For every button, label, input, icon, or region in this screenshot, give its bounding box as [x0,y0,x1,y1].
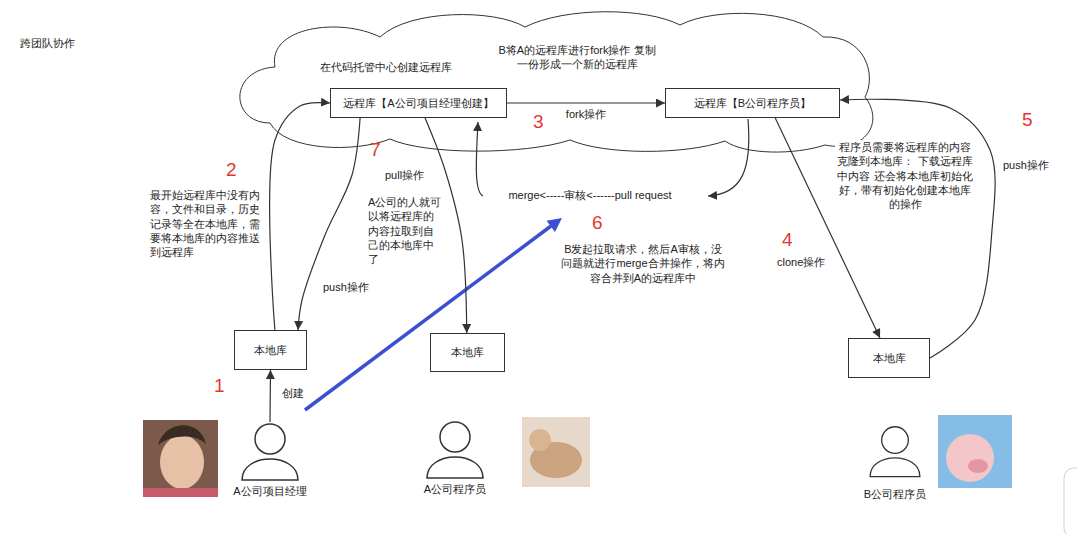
note-text: 程序员需要将远程库的内容克隆到本地库： 下载远程库中内容 还会将本地库初始化好，… [835,140,975,211]
box-text: 本地库 [254,343,287,357]
person-name: A公司项目经理 [233,484,306,498]
person-figure: A公司项目经理 [225,422,315,500]
note-text: A公司的人就可以将远程库的内容拉取到自己的本地库中了 [368,195,442,266]
person-body [427,457,483,478]
person-icon [225,422,315,482]
connector [298,118,360,330]
person-name: B公司程序员 [864,487,926,501]
remote-repo-box: 远程库【B公司程序员】 [665,88,840,118]
photo-cat-head [529,429,551,451]
photo-pig-head [946,434,994,482]
connector [269,370,271,422]
operation-label: push操作 [322,280,370,294]
photo-frame [143,420,218,497]
photo-cat [522,417,590,487]
cloud-region: 在代码托管中心创建远程库 B将A的远程库进行fork操作 复制一份形成一个新的远程… [225,5,885,157]
box-text: 本地库 [873,351,906,365]
callout-number: 7 [370,140,381,161]
person-body [870,458,920,477]
person-body [242,459,298,480]
photo-cloth [143,488,218,497]
callout-number: 5 [1022,110,1033,131]
box-text: 本地库 [451,345,484,359]
person-head [440,422,470,452]
person-icon [855,425,935,485]
photo-frame [938,415,1012,488]
pull-request-arrow [708,119,749,196]
callout-number: 2 [226,160,237,181]
box-text: 远程库【B公司程序员】 [694,96,811,110]
photo-frame [522,417,590,487]
callout-number: 3 [533,112,544,133]
edge-label: fork操作 [565,107,607,121]
flow-label: merge<-----审核<------pull request [485,188,695,202]
diagram-title: 跨团队协作 [20,36,75,51]
cloud-shape [240,12,873,152]
edge-label: push操作 [1002,158,1050,172]
edge-label: clone操作 [776,255,826,269]
person-head [255,424,285,454]
edge-label: 创建 [281,386,305,400]
callout-number: 6 [592,213,603,234]
callout-number: 4 [782,230,793,251]
note-text: 最开始远程库中没有内容，文件和目录，历史记录等全在本地库，需要将本地库的内容推送… [150,188,262,259]
person-icon [410,420,500,480]
photo-face [160,435,204,489]
note-text: B发起拉取请求，然后A审核，没问题就进行merge合并操作，将内容合并到A的远程… [560,242,726,285]
person-head [882,427,909,454]
merge-arrow [476,122,483,196]
connector [507,102,665,103]
local-repo-box: 本地库 [234,330,307,370]
photo-child [143,420,218,497]
box-text: 远程库【A公司项目经理创建】 [343,96,493,110]
photo-hair [158,425,206,445]
region-text: B将A的远程库进行fork操作 复制一份形成一个新的远程库 [497,43,657,72]
connector [270,103,330,330]
local-repo-box: 本地库 [848,338,930,378]
callout-number: 1 [214,376,225,397]
cloud-outline [225,5,885,157]
person-figure: A公司程序员 [410,420,500,498]
corner-panel [1064,468,1077,534]
person-name: A公司程序员 [424,482,486,496]
region-text: 在代码托管中心创建远程库 [320,60,470,74]
highlight-arrow-head [547,218,562,232]
local-repo-box: 本地库 [430,333,505,372]
edge-label: pull操作 [384,168,425,182]
photo-pig-snout [968,459,988,473]
photo-pig [938,415,1012,488]
remote-repo-box: 远程库【A公司项目经理创建】 [330,88,507,118]
person-figure: B公司程序员 [855,425,935,503]
